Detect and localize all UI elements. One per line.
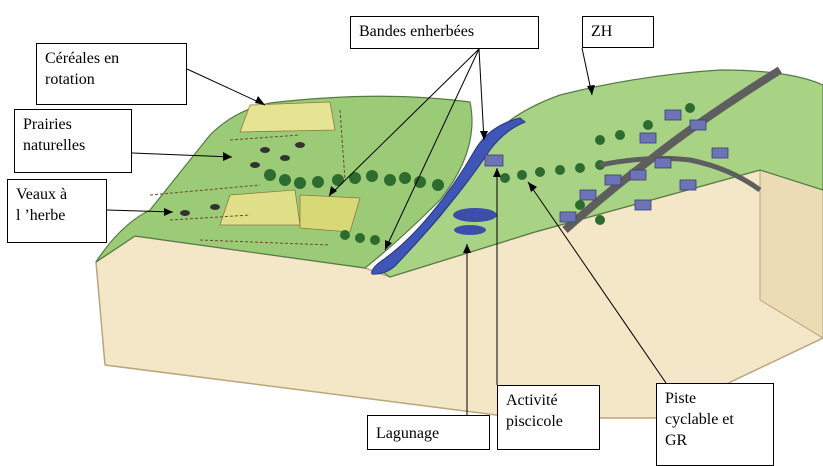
cereal-field (300, 195, 360, 232)
lagoon (453, 208, 497, 222)
label-veaux: Veaux à l ’herbe (7, 179, 107, 243)
label-cereales: Céréales en rotation (36, 43, 187, 105)
label-bandes-enherbees: Bandes enherbées (350, 16, 539, 49)
label-piste-cyclable-gr: Piste cyclable et GR (656, 383, 774, 466)
cereal-field (240, 102, 335, 132)
lagoon (454, 225, 486, 235)
label-lagunage: Lagunage (367, 415, 490, 450)
cereal-field (220, 190, 300, 225)
label-prairies: Prairies naturelles (14, 109, 132, 173)
label-activite-piscicole: Activité piscicole (497, 385, 600, 450)
label-zh: ZH (582, 16, 654, 48)
